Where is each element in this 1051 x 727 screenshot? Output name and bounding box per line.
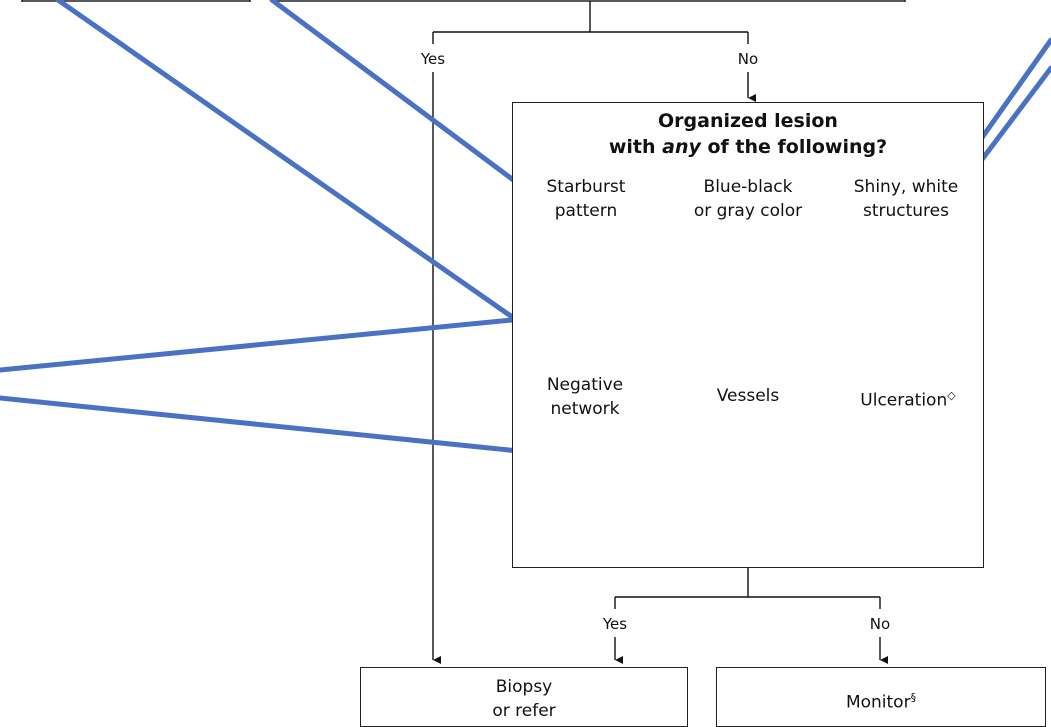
feature-label-blue-black: Blue-black or gray color <box>672 175 824 223</box>
top-no-label: No <box>737 50 759 68</box>
criteria-box <box>512 102 984 568</box>
feature-label-shiny-white: Shiny, white structures <box>838 175 974 223</box>
feature-line: pattern <box>554 201 618 221</box>
top-split-connector <box>432 1 756 664</box>
feature-line: Negative <box>546 375 624 395</box>
ulceration-mark: ◇ <box>947 389 956 402</box>
criteria-title-line1: Organized lesion <box>658 110 838 132</box>
feature-label-vessels: Vessels <box>716 386 780 406</box>
title-post: of the following? <box>700 136 888 158</box>
monitor-text: Monitor§ <box>716 686 1046 715</box>
bottom-yes-label: Yes <box>602 615 628 633</box>
feature-label-ulceration: Ulceration◇ <box>842 384 974 413</box>
criteria-title: Organized lesion with any of the followi… <box>512 108 984 160</box>
criteria-title-line2: with any of the following? <box>512 134 984 160</box>
feature-line: Ulceration <box>860 390 948 411</box>
biopsy-line1: Biopsy <box>495 677 553 697</box>
feature-line: Shiny, white <box>853 177 959 197</box>
monitor-box <box>716 667 1046 727</box>
feature-label-negative-network: Negative network <box>520 373 650 421</box>
biopsy-text: Biopsy or refer <box>360 675 688 723</box>
top-yes-label: Yes <box>420 50 446 68</box>
feature-label-starburst: Starburst pattern <box>520 175 652 223</box>
feature-line: or gray color <box>693 201 803 221</box>
top-box-edge <box>21 0 906 2</box>
feature-line: structures <box>862 201 949 221</box>
feature-line: Blue-black <box>703 177 793 197</box>
bottom-split-connector <box>614 567 888 664</box>
monitor-label: Monitor <box>845 692 911 713</box>
bottom-no-label: No <box>869 615 891 633</box>
feature-line: Starburst <box>546 177 626 197</box>
feature-line: network <box>550 399 620 419</box>
monitor-mark: § <box>910 691 917 704</box>
title-pre: with <box>608 136 663 158</box>
biopsy-line2: or refer <box>492 701 556 721</box>
title-emphasis: any <box>662 136 701 158</box>
